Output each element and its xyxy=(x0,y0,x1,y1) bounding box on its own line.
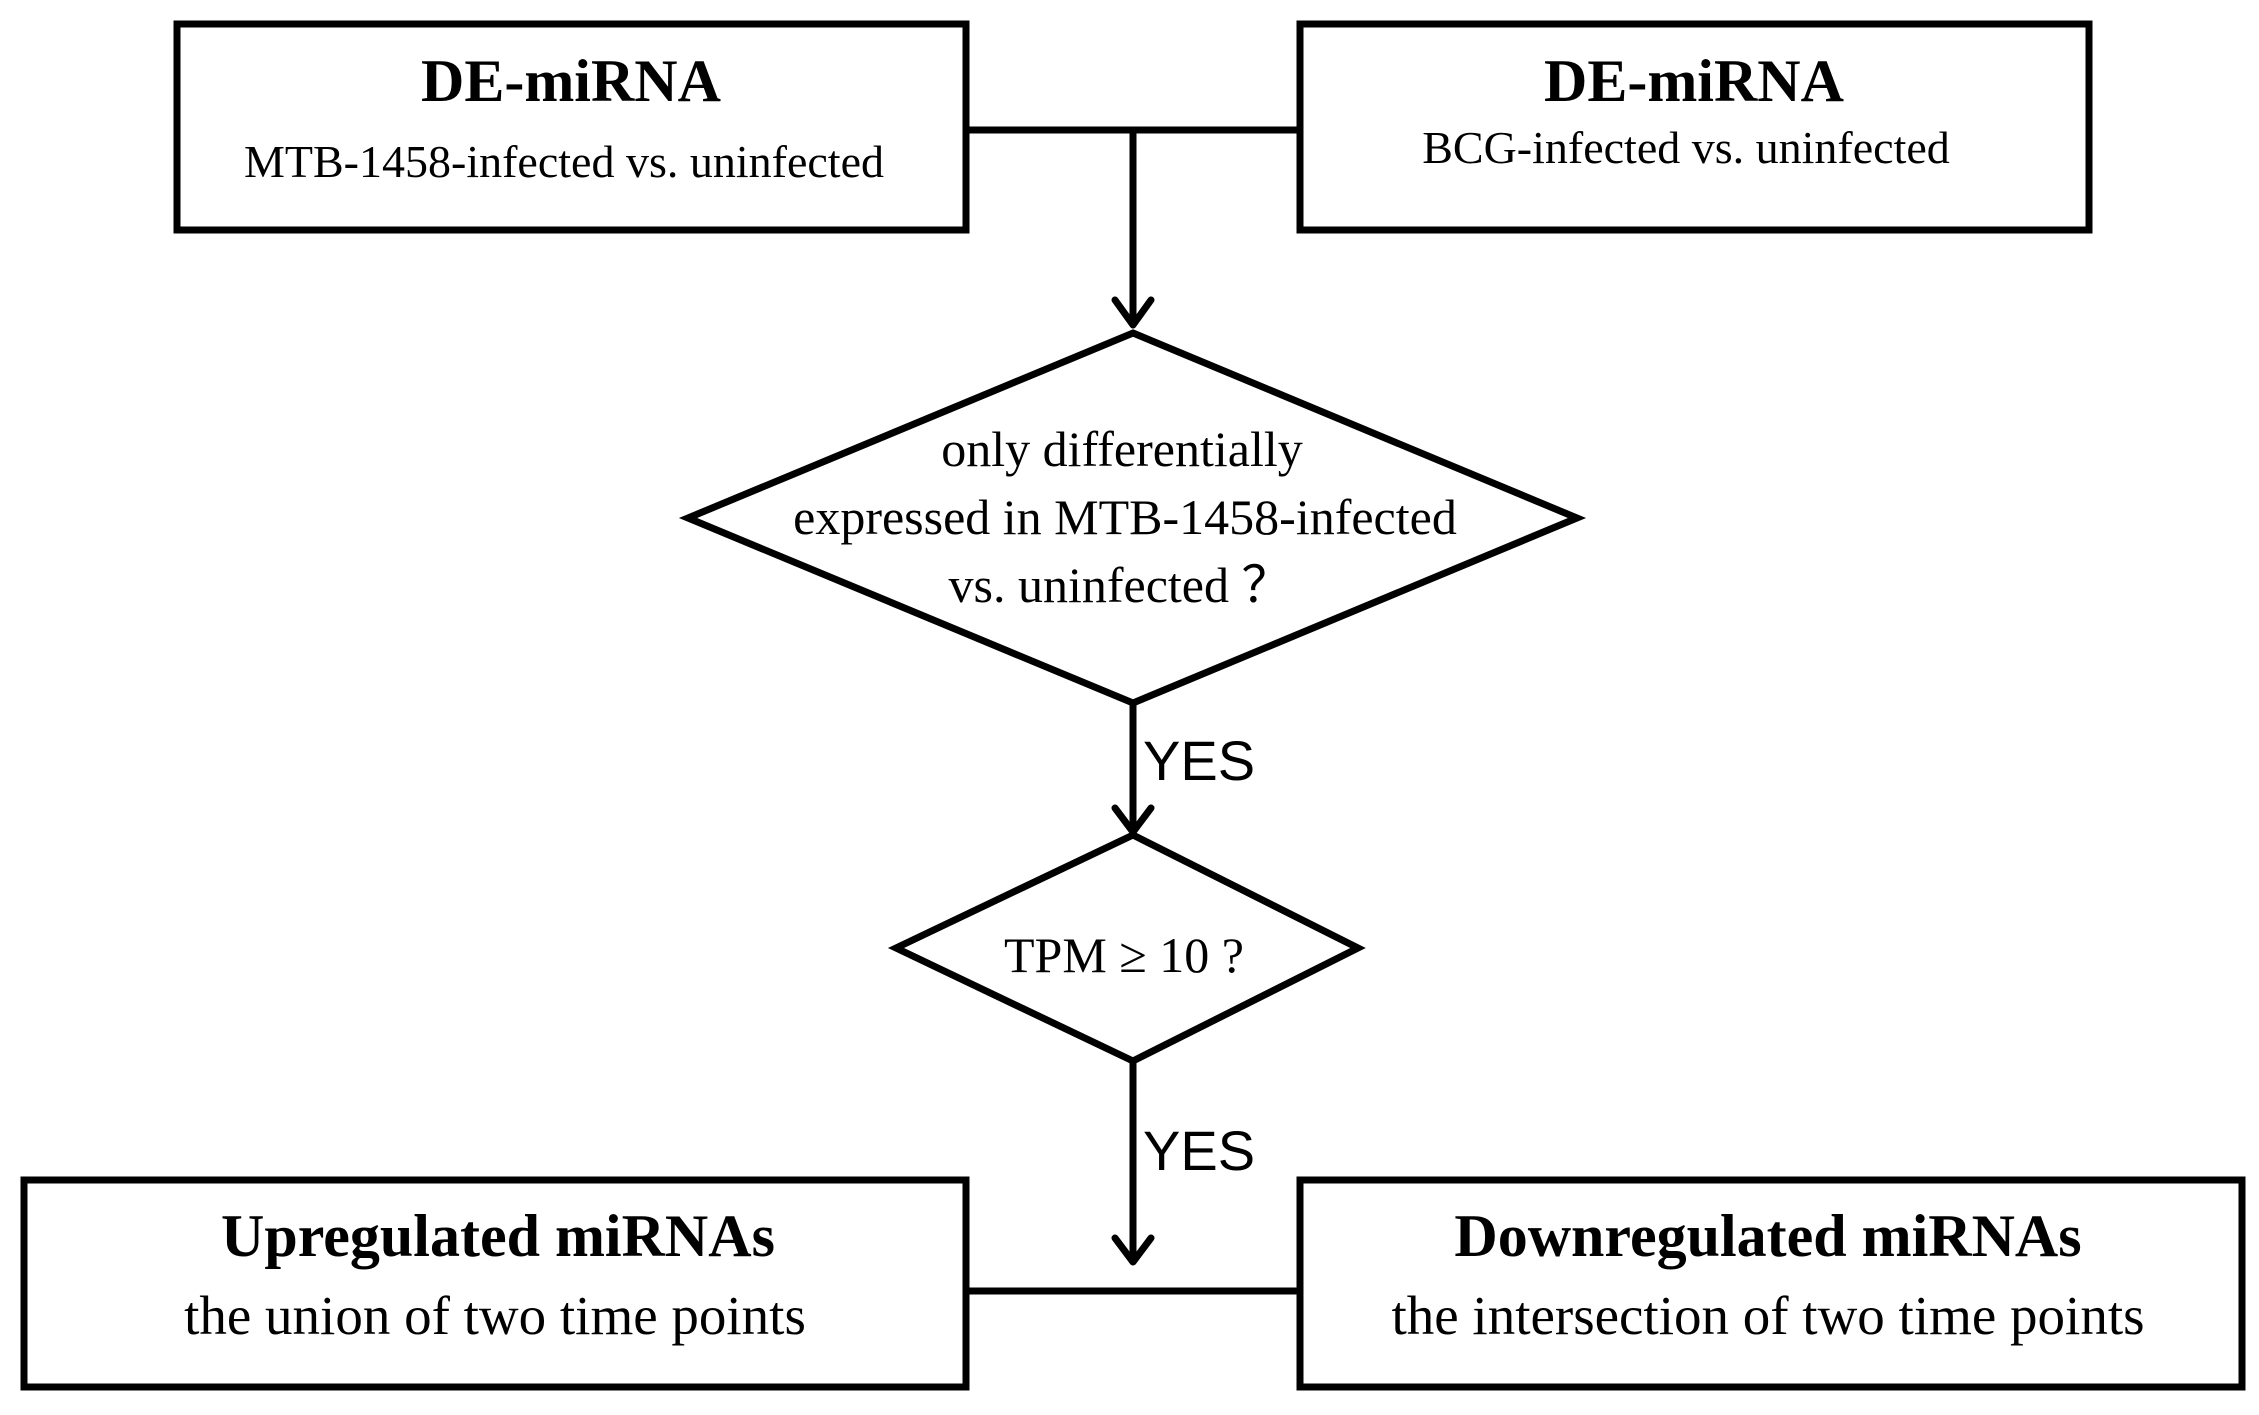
box-de-mirna-bcg: DE-miRNA BCG-infected vs. uninfected xyxy=(1296,20,2093,234)
yes-label-1: YES xyxy=(1143,729,1255,792)
box-upregulated-mirnas: Upregulated miRNAs the union of two time… xyxy=(20,1176,970,1391)
decision-1-line-2: expressed in MTB-1458-infected xyxy=(793,489,1457,545)
box-de-mirna-bcg-title: DE-miRNA xyxy=(1544,48,1844,114)
box-de-mirna-mtb-title: DE-miRNA xyxy=(421,48,721,114)
box-downregulated-title: Downregulated miRNAs xyxy=(1454,1203,2081,1269)
decision-1-line-3: vs. uninfected ？ xyxy=(949,557,1292,613)
box-upregulated-subtitle: the union of two time points xyxy=(184,1285,806,1346)
box-de-mirna-mtb-subtitle: MTB-1458-infected vs. uninfected xyxy=(244,136,884,187)
decision-tpm-threshold: TPM ≥ 10 ? xyxy=(887,831,1366,1065)
box-de-mirna-bcg-subtitle: BCG-infected vs. uninfected xyxy=(1422,122,1950,173)
box-downregulated-subtitle: the intersection of two time points xyxy=(1391,1285,2144,1346)
box-downregulated-mirnas: Downregulated miRNAs the intersection of… xyxy=(1296,1176,2246,1391)
decision-2-text: TPM ≥ 10 ? xyxy=(1004,927,1244,983)
decision-1-line-1: only differentially xyxy=(941,421,1302,477)
decision-only-differentially-expressed: only differentially expressed in MTB-145… xyxy=(678,329,1587,707)
box-de-mirna-mtb: DE-miRNA MTB-1458-infected vs. uninfecte… xyxy=(173,20,970,234)
arrowhead-to-outputs xyxy=(1111,1234,1155,1266)
arrowhead-to-decision-1 xyxy=(1111,296,1155,329)
box-upregulated-title: Upregulated miRNAs xyxy=(221,1203,775,1269)
yes-label-2: YES xyxy=(1143,1119,1255,1182)
